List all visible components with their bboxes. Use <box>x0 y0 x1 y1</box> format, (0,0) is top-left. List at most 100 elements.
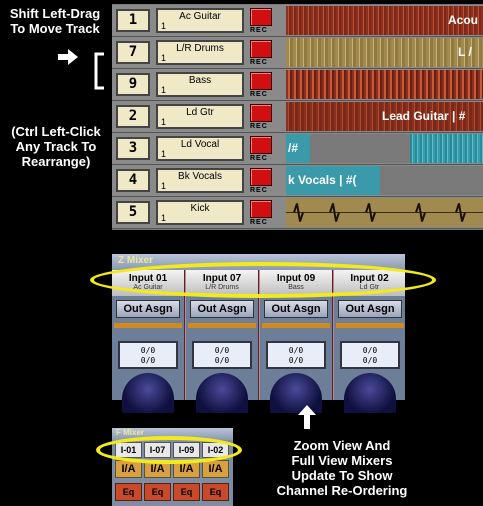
track-lane[interactable] <box>286 198 483 227</box>
track-number[interactable]: 9 <box>116 73 150 96</box>
rec-label: REC <box>250 91 268 98</box>
rec-light <box>250 200 272 218</box>
highlight-ellipse <box>96 436 242 464</box>
out-asgn-button[interactable]: Out Asgn <box>264 300 328 318</box>
eq-button[interactable]: Eq <box>202 483 229 501</box>
track-number[interactable]: 4 <box>116 169 150 192</box>
track-number[interactable]: 2 <box>116 105 150 128</box>
note-line: To Move Track <box>10 21 100 36</box>
channel-divider <box>114 323 182 328</box>
track-number[interactable]: 5 <box>116 201 150 224</box>
level-knob[interactable] <box>270 373 322 413</box>
audio-clip[interactable]: k Vocals | #( <box>286 166 380 195</box>
pan-value: 0/0 <box>288 346 304 355</box>
audio-clip[interactable] <box>286 198 483 227</box>
track-row[interactable]: 5 Kick 1 REC <box>112 197 483 229</box>
zoom-mixer-title: Z Mixer <box>118 255 154 266</box>
clip-label: k Vocals | #( <box>288 173 357 187</box>
audio-clip[interactable] <box>286 70 483 99</box>
audio-clip[interactable]: Lead Guitar | # <box>286 102 483 131</box>
note-line: Any Track To <box>15 139 97 154</box>
track-lane[interactable] <box>286 70 483 99</box>
track-name: Ac Guitar <box>179 11 221 22</box>
rec-label: REC <box>250 155 268 162</box>
track-lane[interactable]: L / <box>286 38 483 67</box>
rec-button[interactable]: REC <box>250 200 272 226</box>
rec-label: REC <box>250 59 268 66</box>
eq-button[interactable]: Eq <box>144 483 171 501</box>
clip-label: Lead Guitar | # <box>382 109 466 123</box>
kick-waveform <box>286 203 483 222</box>
rec-button[interactable]: REC <box>250 8 272 34</box>
track-name-field[interactable]: Ld Gtr 1 <box>156 104 244 129</box>
track-lane[interactable]: Acou <box>286 6 483 35</box>
track-name: Ld Vocal <box>180 139 220 150</box>
pan-value: 0/0 <box>288 356 304 365</box>
out-asgn-button[interactable]: Out Asgn <box>116 300 180 318</box>
track-name-field[interactable]: Kick 1 <box>156 200 244 225</box>
rec-button[interactable]: REC <box>250 136 272 162</box>
level-knob[interactable] <box>344 373 396 413</box>
track-lane[interactable]: /# <box>286 134 483 163</box>
out-asgn-button[interactable]: Out Asgn <box>338 300 402 318</box>
ia-button[interactable]: I/A <box>202 460 229 478</box>
track-lane[interactable]: Lead Guitar | # <box>286 102 483 131</box>
note-line: Channel Re-Ordering <box>276 483 408 498</box>
pan-value: 0/0 <box>214 356 230 365</box>
right-arrow-icon <box>58 49 78 65</box>
track-number[interactable]: 1 <box>116 9 150 32</box>
audio-clip[interactable]: /# <box>286 134 310 163</box>
rec-button[interactable]: REC <box>250 104 272 130</box>
level-knob[interactable] <box>196 373 248 413</box>
eq-button[interactable]: Eq <box>115 483 142 501</box>
rec-light <box>250 40 272 58</box>
audio-clip[interactable] <box>410 134 483 163</box>
channel-divider <box>188 323 256 328</box>
note-line: Shift Left-Drag <box>9 6 101 21</box>
rec-light <box>250 136 272 154</box>
pan-value: 0/0 <box>214 346 230 355</box>
rec-label: REC <box>250 187 268 194</box>
full-mixer-title: F Mixer <box>116 428 145 437</box>
rec-label: REC <box>250 219 268 226</box>
track-channel: 1 <box>161 117 167 127</box>
track-row[interactable]: 1 Ac Guitar 1 REC Acou <box>112 5 483 37</box>
eq-button[interactable]: Eq <box>173 483 200 501</box>
note-line: Update To Show <box>291 468 393 483</box>
note-line: Rearrange) <box>21 154 91 169</box>
audio-clip[interactable]: Acou <box>286 6 483 35</box>
track-number[interactable]: 7 <box>116 41 150 64</box>
pan-value: 0/0 <box>362 346 378 355</box>
audio-clip[interactable]: L / <box>286 38 483 67</box>
track-row[interactable]: 2 Ld Gtr 1 REC Lead Guitar | # <box>112 101 483 133</box>
rec-button[interactable]: REC <box>250 168 272 194</box>
track-channel: 1 <box>161 21 167 31</box>
out-asgn-button[interactable]: Out Asgn <box>190 300 254 318</box>
track-name: Kick <box>190 203 210 214</box>
track-channel: 1 <box>161 213 167 223</box>
rec-button[interactable]: REC <box>250 72 272 98</box>
ia-button[interactable]: I/A <box>173 460 200 478</box>
rec-label: REC <box>250 123 268 130</box>
up-arrow-icon <box>298 405 316 429</box>
track-name: Ld Gtr <box>186 107 214 118</box>
ia-button[interactable]: I/A <box>115 460 142 478</box>
track-name-field[interactable]: Ac Guitar 1 <box>156 8 244 33</box>
track-number[interactable]: 3 <box>116 137 150 160</box>
rec-button[interactable]: REC <box>250 40 272 66</box>
channel-divider <box>262 323 330 328</box>
track-lane[interactable]: k Vocals | #( <box>286 166 483 195</box>
level-knob[interactable] <box>122 373 174 413</box>
